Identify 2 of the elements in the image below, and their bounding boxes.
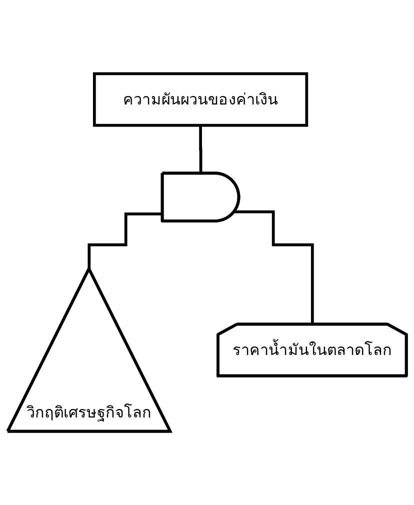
node-box: ความผันผวนของค่าเงิน: [92, 72, 308, 127]
connector: [88, 212, 163, 271]
